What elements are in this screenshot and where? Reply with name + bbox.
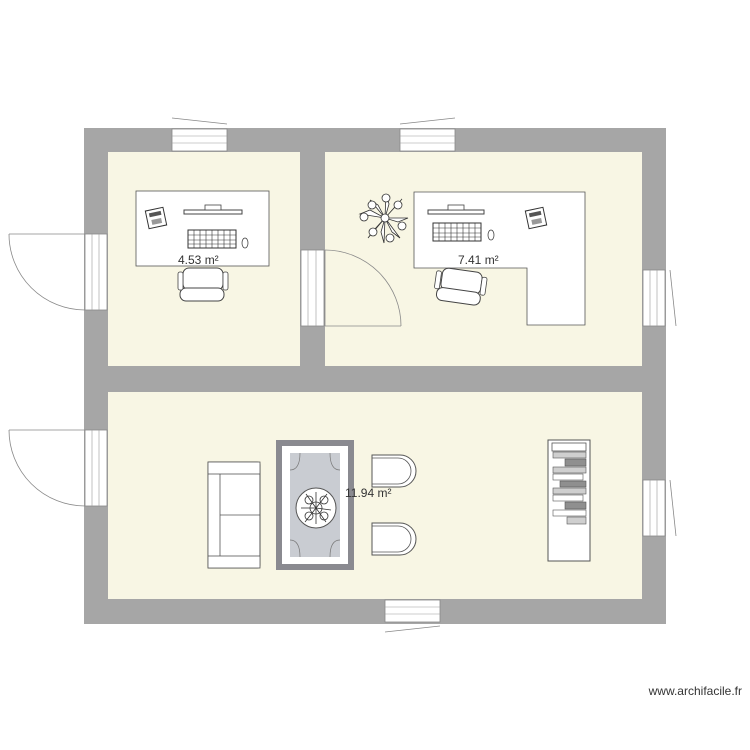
watermark: www.archifacile.fr	[648, 684, 742, 698]
monitor-icon	[183, 209, 243, 215]
mouse-icon	[487, 229, 495, 241]
room-living-area: 11.94 m²	[345, 486, 391, 500]
phone-icon	[144, 206, 168, 230]
window-right-lower	[642, 479, 677, 537]
window-right-upper	[642, 269, 677, 327]
room-office-2-area: 7.41 m²	[458, 253, 499, 267]
phone-icon	[524, 206, 548, 230]
chair-icon	[434, 267, 488, 306]
monitor-icon	[427, 209, 485, 215]
coffee-table-icon	[295, 487, 337, 529]
desk-office-2	[413, 191, 586, 326]
armchair-icon-2	[371, 522, 417, 556]
plant-icon	[358, 193, 409, 244]
window-top-right	[399, 117, 456, 152]
door-left-lower	[8, 429, 108, 507]
armchair-icon-1	[371, 454, 417, 488]
door-interior	[300, 249, 402, 327]
chair-icon	[177, 267, 229, 302]
window-top-left	[171, 117, 228, 152]
bookshelf-icon	[547, 439, 591, 562]
door-left-upper	[8, 233, 108, 311]
sofa-icon	[207, 461, 261, 569]
window-bottom	[384, 599, 441, 633]
desk-office-1	[135, 190, 270, 302]
room-office-1-area: 4.53 m²	[178, 253, 219, 267]
mouse-icon	[241, 237, 249, 249]
